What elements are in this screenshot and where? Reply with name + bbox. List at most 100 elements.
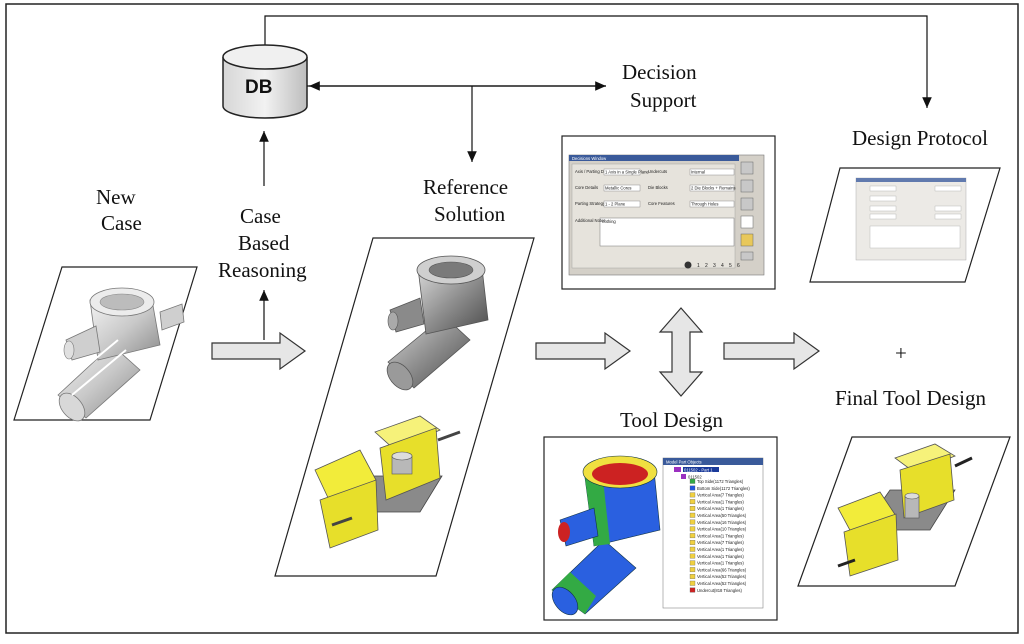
tree-item-icon: [689, 553, 696, 559]
tree-item[interactable]: Undercut(818 Triangles): [697, 588, 743, 593]
db-decision-arrow: [307, 81, 606, 162]
tree-item-icon: [689, 546, 696, 552]
tree-item-icon: [689, 533, 696, 539]
decision-row-value-2: Through Holes: [691, 201, 718, 206]
tree-item[interactable]: Vertical Area(52 Triangles): [697, 581, 747, 586]
decision-row-select-2[interactable]: [689, 184, 735, 192]
tree-child[interactable]: 011502: [688, 474, 702, 479]
plus-sign: +: [895, 341, 907, 365]
document-icon[interactable]: [740, 215, 754, 229]
page-button[interactable]: 1: [697, 263, 700, 269]
tree-item[interactable]: Vertical Area(7 Triangles): [697, 540, 744, 545]
db-label: DB: [245, 77, 273, 98]
tree-item[interactable]: Vertical Area(1 Triangles): [697, 561, 744, 566]
decision-row-select-2[interactable]: [689, 200, 735, 208]
decision-row-value: Metallic Cores: [605, 185, 632, 190]
block-arrow-3: [723, 331, 821, 371]
new-case-label-1: New: [96, 185, 136, 209]
tool-design-part: [551, 455, 661, 616]
tree-item-icon: [689, 567, 696, 573]
tree-item[interactable]: Vertical Area(1 Triangles): [697, 547, 744, 552]
block-arrow-1: [211, 331, 307, 371]
folder-icon[interactable]: [740, 233, 754, 247]
decision-row-label-2: Die Blocks: [648, 185, 668, 190]
design-protocol-panel: [809, 167, 1001, 283]
page-button[interactable]: 2: [705, 263, 708, 269]
tree-item[interactable]: Vertical Area(50 Triangles): [697, 513, 747, 518]
tree-item[interactable]: Vertical Area(52 Triangles): [697, 574, 747, 579]
tree-item-icon: [689, 485, 696, 491]
reference-solution-label-1: Reference: [423, 175, 509, 199]
decision-row-label-2: Core Features: [648, 201, 675, 206]
database-icon: [222, 44, 308, 119]
tree-item[interactable]: Vertical Area(1 Triangles): [697, 533, 744, 538]
outer-frame: [5, 3, 1019, 634]
decision-row-label: Parting Strategy: [575, 201, 606, 206]
tree-item[interactable]: Vertical Area(16 Triangles): [697, 520, 747, 525]
tree-title: Model Part Objects: [666, 460, 702, 465]
tree-root[interactable]: 011502 - Part 1: [684, 467, 713, 472]
new-case-panel: [13, 266, 198, 422]
block-arrow-2: [535, 331, 632, 371]
tree-item-icon: [689, 506, 696, 511]
page-button[interactable]: 4: [721, 263, 724, 269]
tree-item-icon: [689, 540, 696, 545]
record-icon[interactable]: [684, 261, 692, 269]
disk-icon[interactable]: [740, 179, 754, 193]
tree-item-icon: [689, 560, 696, 566]
decision-row-value: 1 Axis in a Single Plane: [605, 169, 649, 174]
decision-row-value-2: 2 Die Blocks + Remains: [691, 185, 736, 190]
final-tool-blocks: [837, 443, 973, 577]
decision-row-value: 1 - 2 Plane: [605, 201, 626, 206]
tree-item[interactable]: Bottom Side(1172 Triangles): [697, 486, 750, 491]
cbr-label-1: Case: [240, 204, 281, 228]
decision-row-select-2[interactable]: [689, 168, 735, 176]
tree-item[interactable]: Vertical Area(1 Triangles): [697, 499, 744, 504]
double-arrow-vertical: [658, 307, 704, 397]
print-icon[interactable]: [740, 197, 754, 211]
tree-item[interactable]: Vertical Area(1 Triangles): [697, 506, 744, 511]
page-button[interactable]: 3: [713, 263, 716, 269]
tool-design-label: Tool Design: [620, 408, 723, 432]
reference-tool-blocks: [314, 415, 461, 549]
new-case-part: [57, 287, 185, 422]
notes-value: nothing: [602, 219, 616, 224]
page-button[interactable]: 5: [729, 263, 732, 269]
tree-item-icon: [689, 519, 696, 525]
tree-item-icon: [689, 512, 696, 518]
decision-row-select[interactable]: [603, 184, 641, 192]
tree-item-icon: [689, 587, 696, 593]
tree-root-icon: [674, 467, 681, 472]
final-tool-design-panel: [797, 436, 1011, 587]
tree-item-icon: [689, 492, 696, 498]
tree-item[interactable]: Vertical Area(1 Triangles): [697, 554, 744, 559]
tree-item[interactable]: Vertical Area(10 Triangles): [697, 527, 747, 532]
reference-solution-panel: [274, 237, 535, 577]
tree-item[interactable]: Vertical Area(66 Triangles): [697, 567, 747, 572]
final-tool-design-label: Final Tool Design: [835, 386, 986, 410]
cbr-label-2: Based: [238, 231, 290, 255]
page-button[interactable]: 6: [737, 263, 740, 269]
design-protocol-label: Design Protocol: [852, 126, 988, 150]
tree-item-icon: [689, 478, 696, 484]
misc-icon[interactable]: [740, 251, 754, 261]
decision-row-select[interactable]: [603, 200, 641, 208]
tool-design-window: Model Part Objects 011502 - Part 1 01150…: [543, 436, 778, 621]
decision-row-label: Axis / Parting Description:: [575, 169, 623, 174]
new-case-label-2: Case: [101, 211, 142, 235]
tree-item[interactable]: Vertical Area(7 Triangles): [697, 493, 744, 498]
reference-part: [386, 255, 489, 391]
notes-label: Additional Notes: [575, 218, 606, 223]
decision-row-label-2: Undercuts: [648, 169, 667, 174]
tree-item-icon: [689, 526, 696, 532]
reference-solution-label-2: Solution: [434, 202, 506, 226]
tree-item-icon: [689, 574, 696, 579]
decision-support-window: Decisions Window Axis / Parting Descript…: [561, 135, 776, 290]
decision-row-value-2: Internal: [691, 169, 705, 174]
decision-row-select[interactable]: [603, 168, 641, 176]
tree-item[interactable]: Top Side(1172 Triangles): [697, 479, 744, 484]
save-icon[interactable]: [740, 161, 754, 175]
decision-row-label: Core Details: [575, 185, 598, 190]
